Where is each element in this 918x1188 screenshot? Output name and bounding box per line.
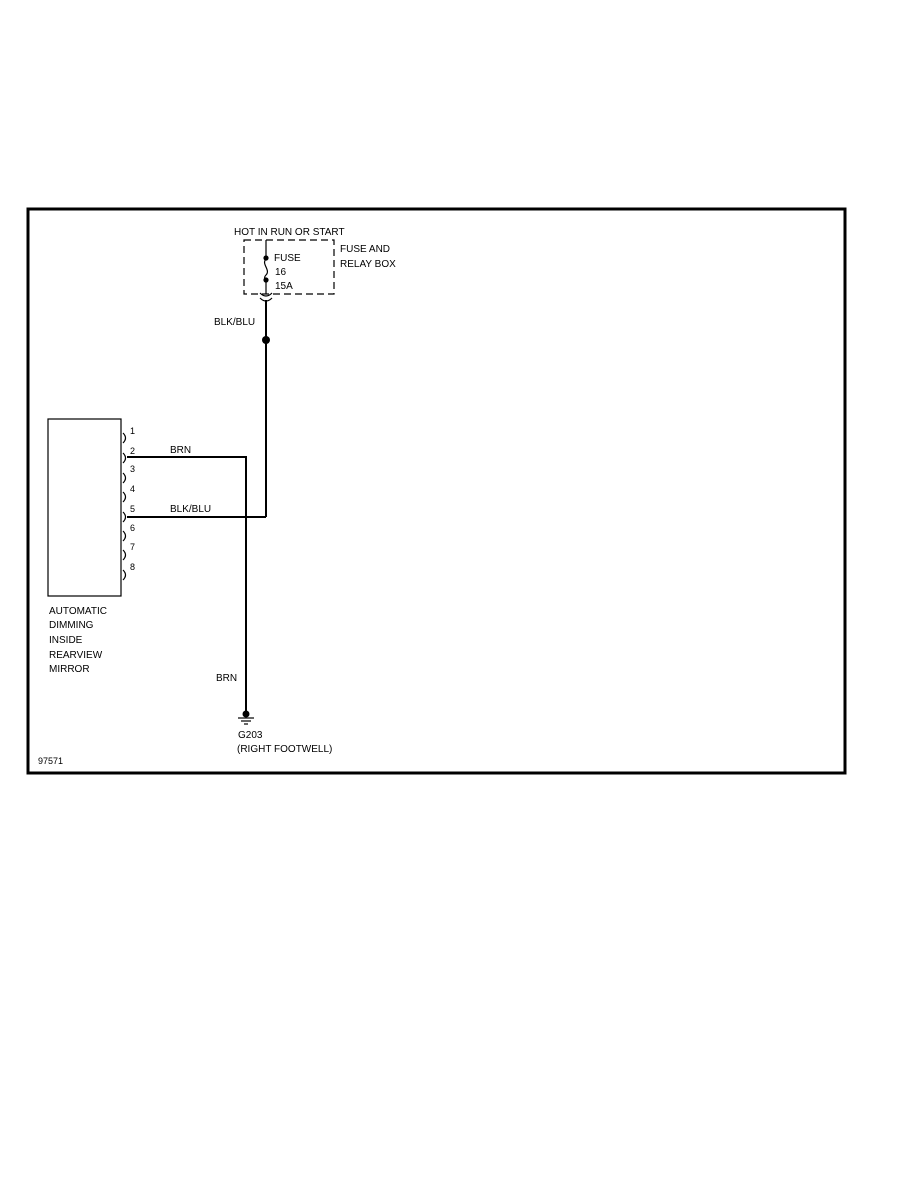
pin-3-label: 3 xyxy=(130,464,135,474)
fuse-number: 16 xyxy=(275,267,287,278)
mirror-label-line2: DIMMING xyxy=(49,620,94,631)
pin-7-label: 7 xyxy=(130,542,135,552)
pin-1-connector-icon xyxy=(122,432,127,444)
mirror-label-line5: MIRROR xyxy=(49,664,90,675)
ground-id: G203 xyxy=(238,730,263,741)
fuse-16-icon xyxy=(263,240,269,294)
pin-5-connector-icon xyxy=(122,511,127,523)
ground-icon xyxy=(238,710,254,725)
pin-3-connector-icon xyxy=(122,472,127,484)
pin-4-label: 4 xyxy=(130,484,135,494)
fuse-rating: 15A xyxy=(275,281,293,292)
diagram-frame xyxy=(26,207,847,775)
mirror-label-line3: INSIDE xyxy=(49,635,83,646)
mirror-component-box xyxy=(47,418,122,597)
fuse-box-label-line2: RELAY BOX xyxy=(340,259,396,270)
fuse-relay-box xyxy=(243,239,335,295)
mirror-label-line4: REARVIEW xyxy=(49,650,103,661)
pin-8-label: 8 xyxy=(130,562,135,572)
fuse-label: FUSE xyxy=(274,253,301,264)
pin2-wire-label: BRN xyxy=(170,445,191,456)
pin-5-label: 5 xyxy=(130,504,135,514)
pin5-wire-label: BLK/BLU xyxy=(170,504,211,515)
mirror-connector: 1 2 3 4 5 6 7 8 xyxy=(122,426,135,581)
main-feed-wire-label: BLK/BLU xyxy=(214,317,255,328)
splice-node-icon xyxy=(262,336,270,344)
pin-8-connector-icon xyxy=(122,569,127,581)
figure-id: 97571 xyxy=(38,756,63,766)
fuse-box-label-line1: FUSE AND xyxy=(340,244,390,255)
pin-4-connector-icon xyxy=(122,491,127,503)
pin-1-label: 1 xyxy=(130,426,135,436)
ground-location: (RIGHT FOOTWELL) xyxy=(237,744,332,755)
pin-7-connector-icon xyxy=(122,549,127,561)
pin-2-label: 2 xyxy=(130,446,135,456)
pin-6-connector-icon xyxy=(122,530,127,542)
pin-2-connector-icon xyxy=(122,452,127,464)
pin2-brn-wire xyxy=(127,456,247,712)
ground-wire-label: BRN xyxy=(216,673,237,684)
power-source-label: HOT IN RUN OR START xyxy=(234,227,345,238)
mirror-label-line1: AUTOMATIC xyxy=(49,606,107,617)
pin-6-label: 6 xyxy=(130,523,135,533)
